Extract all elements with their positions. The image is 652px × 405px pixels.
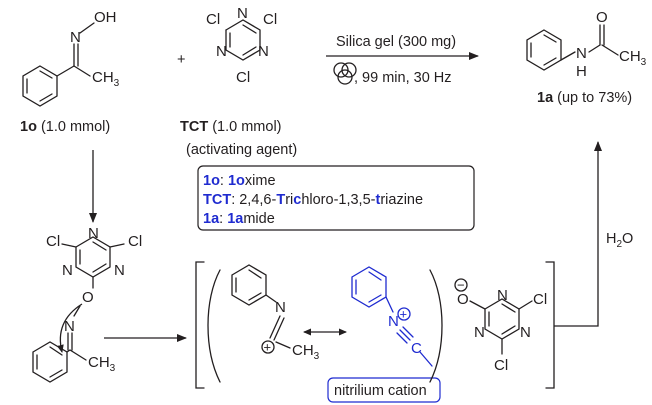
plus-sign-c: + (264, 340, 272, 355)
condition-silica: Silica gel (300 mg) (336, 34, 456, 50)
benzene-ring-oxime (22, 65, 58, 107)
label-1a: 1a (up to 73%) (537, 90, 632, 106)
atom-n: N (275, 299, 286, 316)
minus-sign: − (457, 278, 465, 293)
legend-line-tct: TCT: 2,4,6-Trichloro-1,3,5-triazine (203, 192, 423, 208)
label-1o: 1o (1.0 mmol) (20, 119, 110, 135)
reaction-arrow-main: Silica gel (300 mg) , 99 min, 30 Hz (326, 34, 479, 86)
atom-n: N (576, 45, 587, 62)
atom-n-right: N (258, 43, 269, 60)
water-label: H2O (606, 231, 633, 250)
hydrolysis-arrow: H2O (554, 141, 633, 327)
product-1a: O N H CH3 1a (up to 73%) (526, 9, 647, 106)
atom-n-top: N (88, 225, 99, 242)
legend-line-oxime: 1o: 1oxime (203, 173, 276, 189)
curved-arrow-intermediate (56, 303, 83, 353)
atom-n-left: N (62, 262, 73, 279)
bracket-right (545, 261, 555, 389)
plus-charge-n (397, 307, 411, 321)
atom-n: N (388, 313, 399, 330)
plus-charge-c (261, 340, 275, 354)
atom-n-top: N (497, 287, 508, 304)
benzene-ring-intermediate (32, 341, 68, 383)
legend-line-amide: 1a: 1amide (203, 211, 275, 227)
ball-mill-icon (333, 62, 357, 85)
atom-n-right: N (520, 324, 531, 341)
legend-box: 1o: 1oxime TCT: 2,4,6-Trichloro-1,3,5-tr… (197, 165, 475, 231)
atom-ch3: CH3 (92, 69, 120, 89)
atom-cl-right: Cl (128, 233, 142, 250)
bond-ring-c (56, 65, 75, 77)
triazinolate-anion: − O N N N Cl Cl (454, 278, 547, 374)
condition-time-freq: , 99 min, 30 Hz (354, 70, 452, 86)
atom-cl-left: Cl (206, 11, 220, 28)
atom-cl-right: Cl (263, 11, 277, 28)
atom-ch3: CH3 (619, 48, 647, 68)
atom-ch3: CH3 (292, 342, 320, 362)
label-activating-agent: (activating agent) (186, 142, 297, 158)
activated-intermediate: Cl Cl N N N O N CH3 (32, 225, 142, 383)
paren-right (429, 269, 443, 383)
atom-cl-left: Cl (46, 233, 60, 250)
atom-n-right: N (114, 262, 125, 279)
atom-n-left: N (216, 43, 227, 60)
tct-reagent: Cl Cl Cl N N N TCT (1.0 mmol) (activatin… (180, 5, 297, 158)
atom-o: O (82, 289, 94, 306)
atom-n-left: N (474, 324, 485, 341)
oxime-1o: N OH CH3 1o (1.0 mmol) (20, 9, 120, 135)
paren-left (207, 269, 221, 383)
atom-o: O (457, 291, 469, 308)
nitrilium-resonance: N + C (351, 266, 433, 367)
atom-ch3: CH3 (88, 354, 116, 374)
bracket-left (195, 261, 205, 389)
plus-sign-n: + (400, 307, 408, 322)
atom-oh: OH (94, 9, 117, 26)
atom-cl-bottom: Cl (236, 69, 250, 86)
atom-n-top: N (237, 5, 248, 22)
imine-resonance: N + CH3 (231, 264, 320, 362)
atom-n: N (70, 29, 81, 46)
nitrilium-label-box: nitrilium cation (327, 377, 441, 403)
bond-n-o (79, 22, 95, 34)
atom-o: O (596, 9, 608, 26)
bond-c-ch3 (73, 65, 91, 77)
nitrilium-label: nitrilium cation (334, 383, 427, 399)
atom-cl-bottom: Cl (494, 357, 508, 374)
atom-c: C (411, 340, 422, 357)
label-tct: TCT (1.0 mmol) (180, 119, 282, 135)
atom-n-oxime: N (64, 318, 75, 335)
atom-cl-right: Cl (533, 291, 547, 308)
atom-h: H (576, 63, 587, 80)
plus-sign: + (177, 52, 185, 68)
minus-charge (454, 278, 468, 292)
bond-c-n-double (73, 43, 79, 67)
